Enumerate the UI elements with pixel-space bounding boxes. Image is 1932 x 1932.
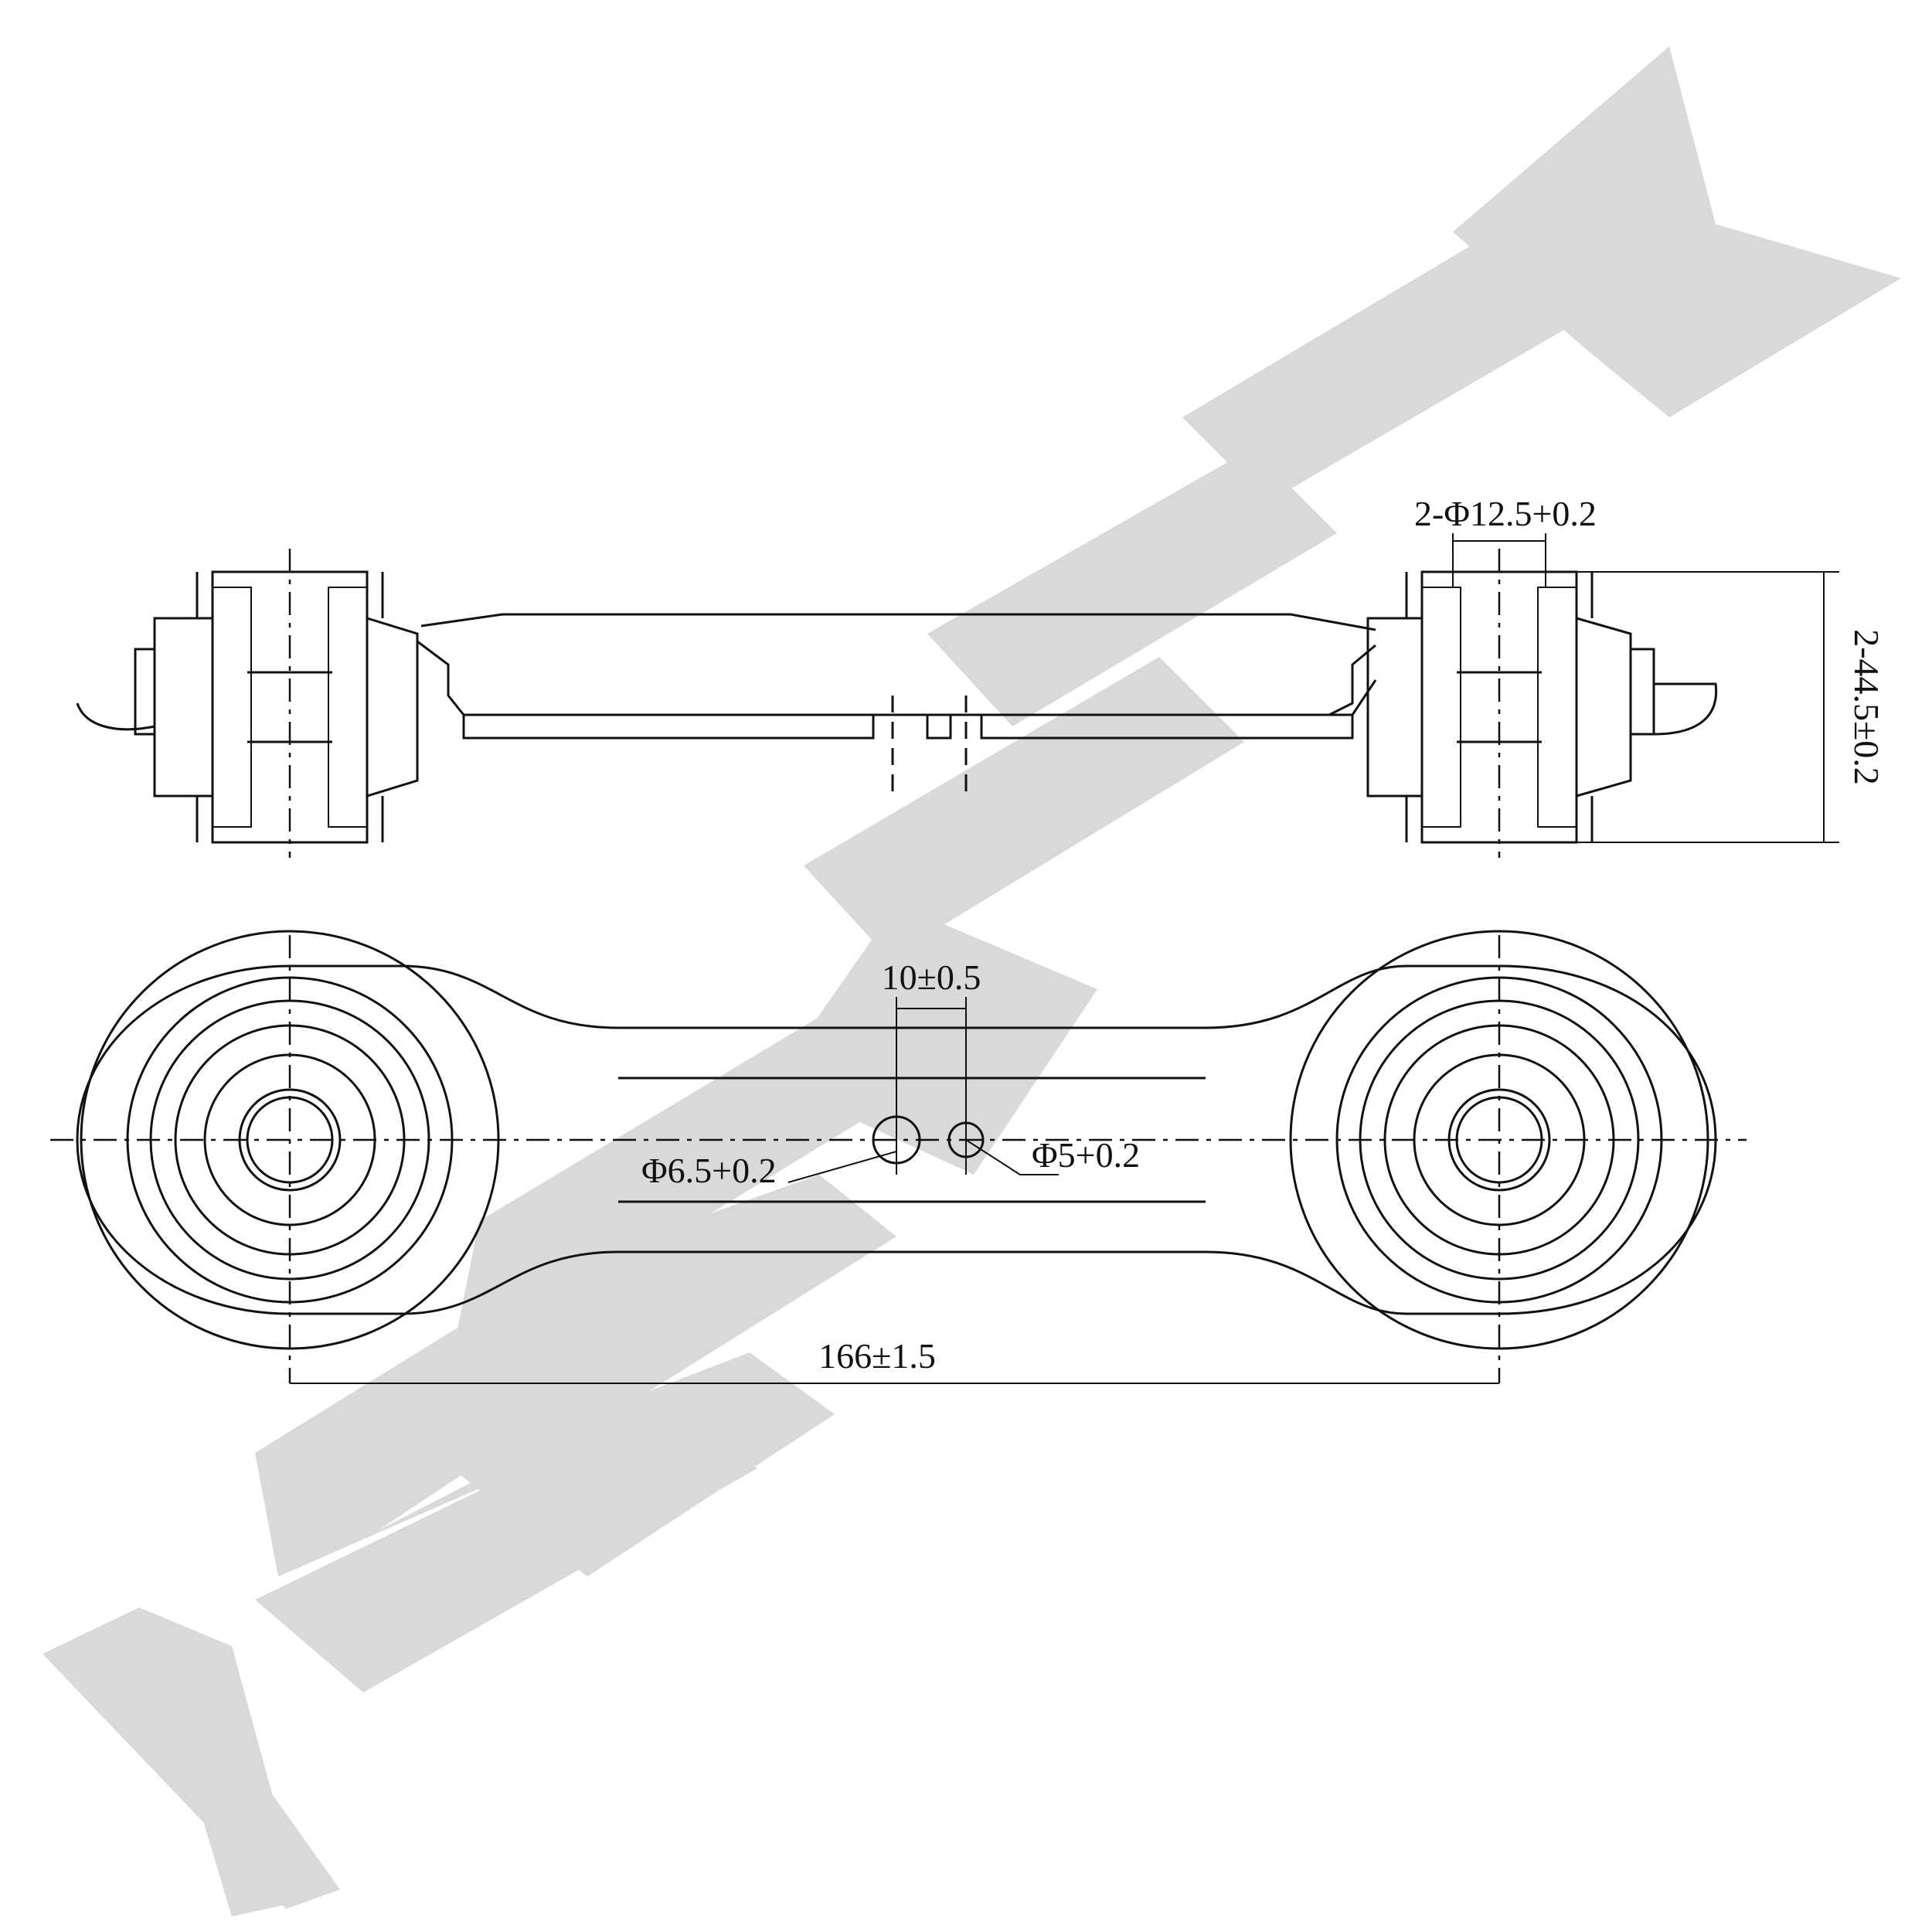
- center-distance-dim: 166±1.5: [818, 1336, 936, 1376]
- hole-large-dim: Φ6.5+0.2: [641, 1151, 777, 1190]
- left-rubber-right: [366, 616, 419, 798]
- hole-small-dim: Φ5+0.2: [1032, 1135, 1140, 1175]
- arm-top-edge: [420, 613, 1376, 631]
- arm-web: [417, 640, 1376, 716]
- arm-web-right: [980, 713, 1354, 740]
- bushing-width-dim: 2-44.5±0.2: [1847, 629, 1886, 785]
- right-rubber-right: [1575, 617, 1632, 798]
- right-rubber-left: [1366, 617, 1423, 798]
- arm-web-left: [462, 713, 875, 740]
- plan-view: 10±0.5 Φ6.5+0.2 Φ5+0.2 166±1.5: [50, 930, 1747, 1384]
- section-view: 2-Φ12.5+0.2 2-44.5±0.2: [76, 494, 1886, 858]
- left-rubber-left: [153, 617, 214, 798]
- bushing-bore-dim: 2-Φ12.5+0.2: [1414, 494, 1597, 533]
- hole-spacing-dim: 10±0.5: [882, 957, 981, 997]
- watermark-logo: [43, 46, 1901, 1917]
